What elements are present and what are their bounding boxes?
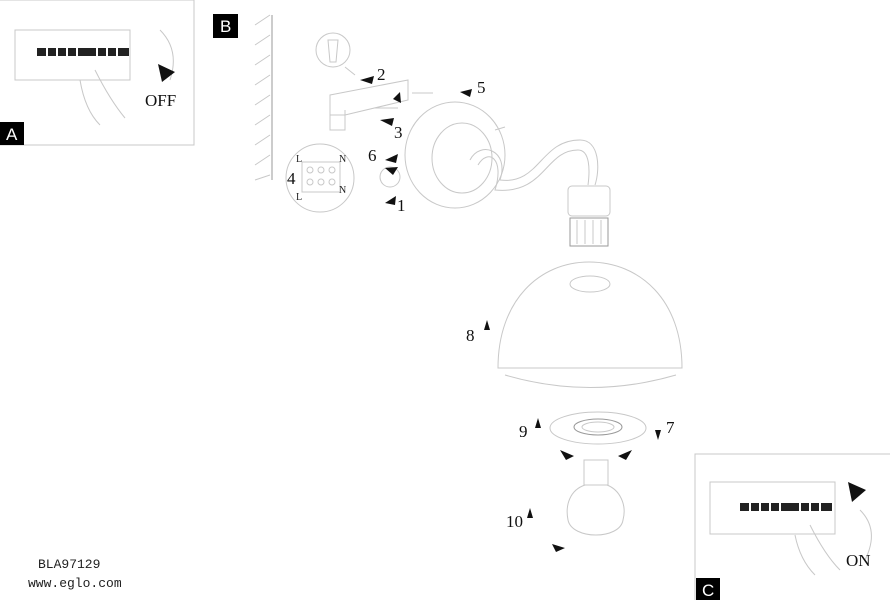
wall-canopy (379, 101, 506, 209)
panel-c: ON C (694, 453, 890, 600)
terminal-n-top: N (339, 154, 346, 165)
arrow-down-off-icon (158, 64, 175, 82)
model-number: BLA97129 (38, 557, 101, 572)
terminal-block-detail: L N L N (285, 143, 355, 213)
circuit-breaker-on-illustration (709, 481, 872, 576)
panel-a-label: A (6, 125, 18, 144)
website-link: www.eglo.com (28, 576, 122, 591)
part-number-1: 1 (397, 196, 406, 215)
mounting-bracket (315, 32, 433, 131)
terminal-n-bottom: N (339, 185, 346, 196)
part-number-8: 8 (466, 326, 475, 345)
part-number-10: 10 (506, 512, 523, 531)
part-number-2: 2 (377, 65, 386, 84)
wall-hatch (254, 14, 273, 181)
part-number-5: 5 (477, 78, 486, 97)
part-number-6: 6 (368, 146, 377, 165)
part-number-7: 7 (666, 418, 675, 437)
panel-c-label: C (702, 581, 714, 600)
part-number-9: 9 (519, 422, 528, 441)
shade-ring (549, 411, 647, 445)
lamp-socket (567, 185, 611, 247)
panel-b-label: B (220, 17, 231, 36)
panel-a: OFF A (0, 0, 195, 146)
part-number-4: 4 (287, 169, 296, 188)
part-number-3: 3 (394, 123, 403, 142)
on-label: ON (846, 551, 871, 570)
lamp-shade (497, 261, 683, 388)
circuit-breaker-off-illustration (14, 29, 174, 126)
off-label: OFF (145, 91, 176, 110)
direction-arrows (360, 76, 661, 552)
lamp-arm (469, 139, 599, 191)
light-bulb (566, 459, 625, 536)
terminal-l-bottom: L (296, 192, 302, 203)
terminal-l-top: L (296, 154, 302, 165)
arrow-up-on-icon (848, 482, 866, 502)
